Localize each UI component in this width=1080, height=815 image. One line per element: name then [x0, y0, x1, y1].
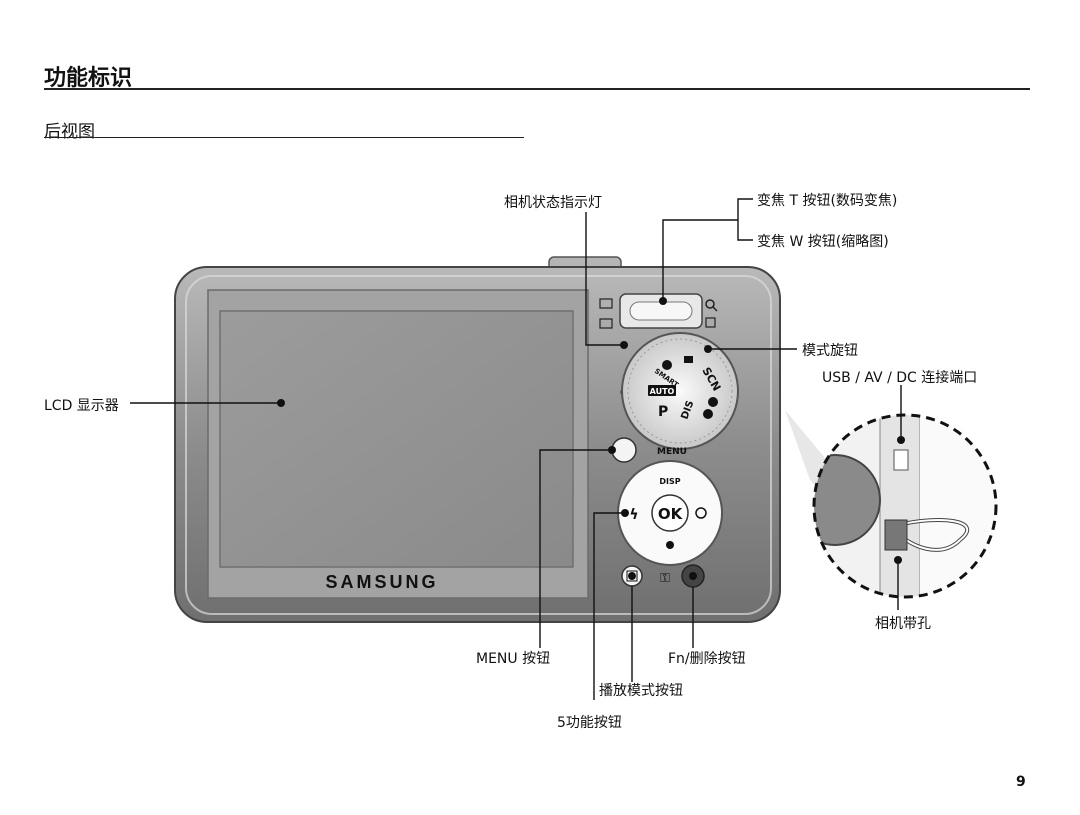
magnifier-icon: [705, 299, 715, 309]
fn-delete-label: Fn/删除按钮: [668, 651, 746, 667]
thumbnail-icon: [599, 318, 613, 329]
mode-dial-label: 模式旋钮: [802, 343, 858, 359]
wide-icon: [599, 298, 613, 309]
dial-auto-label: AUTO: [650, 387, 675, 396]
lcd-label: LCD 显示器: [44, 398, 119, 414]
heading-rule: [44, 88, 1030, 90]
strap-label: 相机带孔: [875, 616, 931, 632]
five-function-label: 5功能按钮: [557, 715, 622, 731]
menu-button-text: MENU: [657, 447, 687, 457]
strap-inset: [812, 413, 998, 599]
menu-button-label: MENU 按钮: [476, 651, 551, 667]
page-heading: 功能标识: [44, 66, 133, 91]
lcd-screen: [219, 310, 574, 568]
zoom-w-label: 变焦 W 按钮(缩略图): [757, 234, 889, 250]
trash-icon: ⚿: [660, 571, 670, 586]
flash-icon: ϟ: [629, 507, 638, 523]
macro-icon: [666, 541, 674, 549]
callout-lines: [130, 198, 902, 700]
dial-p-label: P: [658, 404, 668, 420]
play-button-label: 播放模式按钮: [599, 683, 683, 699]
ok-button-text: OK: [658, 505, 684, 523]
callout-dots: [277, 297, 905, 580]
brand-logo: SAMSUNG: [325, 572, 438, 592]
mode-dial: AUTO P SCN DIS SMART: [621, 332, 739, 450]
usb-port-label: USB / AV / DC 连接端口: [822, 370, 978, 386]
page-number: 9: [1016, 774, 1026, 790]
zoom-t-label: 变焦 T 按钮(数码变焦): [757, 193, 898, 209]
dual-is-icon: [708, 397, 718, 407]
grid-icon: [705, 317, 716, 328]
status-lamp-label: 相机状态指示灯: [504, 195, 602, 211]
movie-mode-icon: [684, 356, 693, 363]
camera-mode-icon: [662, 360, 672, 370]
five-function-pad: OK DISP ϟ: [617, 460, 723, 566]
beauty-shot-icon: [703, 409, 713, 419]
section-rule: [44, 137, 524, 138]
disp-button-text: DISP: [659, 477, 680, 486]
zoom-buttons: [599, 293, 718, 329]
timer-icon: [695, 507, 707, 519]
